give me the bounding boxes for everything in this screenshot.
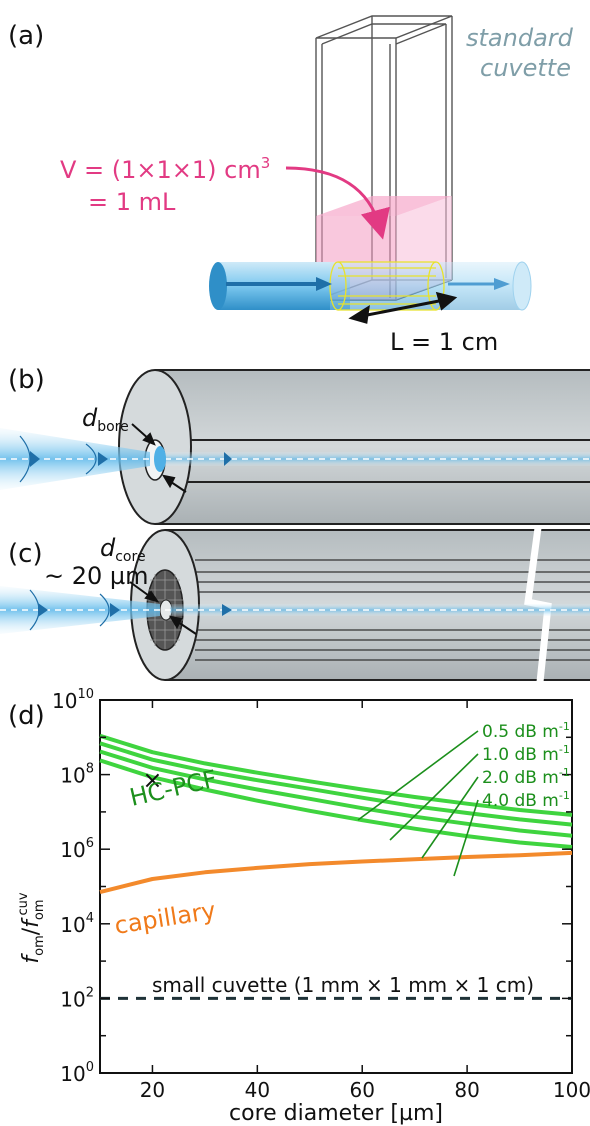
series-layer: × bbox=[99, 733, 573, 1000]
cuvette-caption-line1: standard bbox=[466, 24, 574, 52]
panel-d-label: (d) bbox=[8, 701, 45, 731]
y-tick-label: 104 bbox=[60, 911, 94, 937]
y-tick-label: 100 bbox=[60, 1060, 94, 1086]
series-line-3 bbox=[99, 758, 573, 849]
capillary-series-label: capillary bbox=[113, 896, 218, 940]
bore-pointer-arrows bbox=[131, 423, 187, 493]
panel-a: (a) bbox=[8, 15, 574, 356]
y-tick-label: 108 bbox=[60, 762, 94, 788]
volume-label-line1: V = (1×1×1) cm3 bbox=[60, 154, 270, 184]
y-axis-label: fom/fomcuv bbox=[16, 892, 47, 964]
series-line-1 bbox=[99, 741, 573, 827]
legend-2-0: 2.0 dB m-1 bbox=[482, 766, 570, 788]
small-cuvette-label: small cuvette (1 mm × 1 mm × 1 cm) bbox=[152, 973, 534, 997]
legend-1-0: 1.0 dB m-1 bbox=[482, 743, 570, 765]
legend-leader-4-0 bbox=[453, 799, 479, 877]
hcpcf-legend: 0.5 dB m-1 1.0 dB m-1 2.0 dB m-1 4.0 dB … bbox=[357, 720, 570, 877]
length-label: L = 1 cm bbox=[390, 328, 498, 356]
marker-x: × bbox=[142, 766, 162, 794]
core-label: dcore bbox=[100, 534, 146, 565]
panel-c-label: (c) bbox=[8, 539, 43, 569]
legend-4-0: 4.0 dB m-1 bbox=[482, 789, 570, 811]
x-tick-label: 20 bbox=[140, 1078, 165, 1102]
y-tick-label: 1010 bbox=[52, 687, 94, 713]
capillary-fiber bbox=[118, 369, 590, 525]
cuvette-caption-line2: cuvette bbox=[480, 54, 571, 82]
x-axis-label: core diameter [µm] bbox=[229, 1101, 443, 1126]
bore-label: dbore bbox=[82, 404, 129, 435]
x-tick-label: 80 bbox=[454, 1078, 479, 1102]
x-tick-label: 100 bbox=[553, 1078, 590, 1102]
length-arrow bbox=[348, 291, 458, 324]
y-tick-label: 106 bbox=[60, 836, 94, 862]
x-tick-label: 60 bbox=[349, 1078, 374, 1102]
beam-c bbox=[0, 586, 590, 634]
core-size-label: ~ 20 µm bbox=[44, 562, 149, 590]
volume-pointer-arrow bbox=[285, 166, 390, 240]
panel-c: (c) bbox=[0, 527, 590, 683]
panel-a-label: (a) bbox=[8, 21, 44, 51]
volume-label-line2: = 1 mL bbox=[88, 188, 176, 216]
legend-0-5: 0.5 dB m-1 bbox=[482, 720, 570, 742]
x-tick-label: 40 bbox=[245, 1078, 270, 1102]
y-tick-label: 102 bbox=[60, 985, 94, 1011]
tick-layer: 20 40 60 80 100 100 102 104 106 108 1010 bbox=[52, 687, 590, 1102]
legend-leader-1-0 bbox=[389, 753, 479, 841]
panel-b-label: (b) bbox=[8, 365, 45, 395]
panel-b: (b) dbore bbox=[0, 365, 590, 525]
core-pointer-arrows bbox=[129, 581, 197, 635]
series-line-0 bbox=[99, 733, 573, 817]
series-line-4 bbox=[99, 850, 573, 895]
series-line-2 bbox=[99, 749, 573, 838]
legend-leader-2-0 bbox=[421, 776, 479, 859]
beam-a bbox=[209, 261, 532, 311]
legend-leader-0-5 bbox=[357, 730, 479, 821]
beam-b bbox=[0, 428, 590, 490]
